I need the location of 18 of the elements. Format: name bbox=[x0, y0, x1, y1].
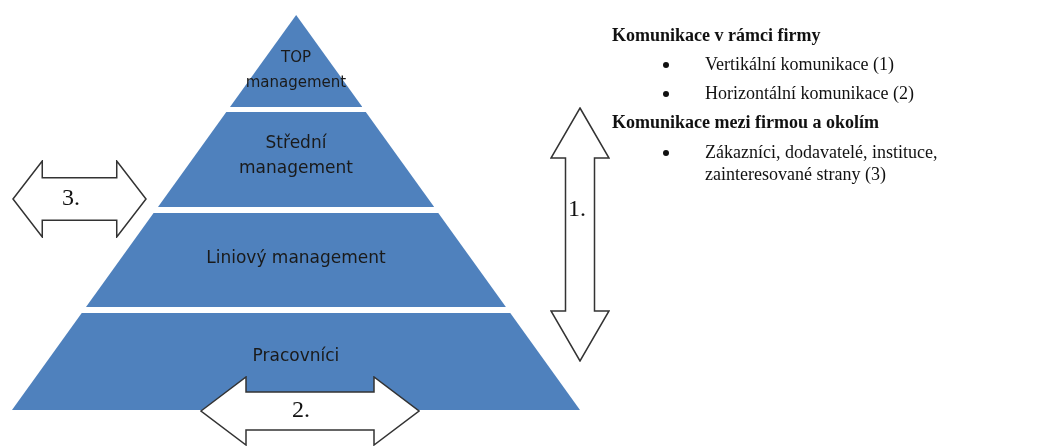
level-label: Liniový management bbox=[205, 246, 387, 269]
section-heading: Komunikace mezi firmou a okolím bbox=[612, 111, 879, 133]
pyramid-band bbox=[86, 213, 506, 307]
level-label: TOP management bbox=[244, 47, 348, 93]
level-label: Pracovníci bbox=[251, 344, 341, 367]
arrow-number: 1. bbox=[568, 195, 586, 222]
list-item: Vertikální komunikace (1) bbox=[705, 53, 895, 75]
vertical-double-arrow bbox=[550, 107, 610, 362]
pyramid-top-triangle bbox=[229, 15, 363, 107]
horizontal-double-arrow bbox=[12, 160, 147, 238]
list-item: Zákazníci, dodavatelé, instituce, zainteresované strany (3) bbox=[705, 141, 939, 185]
horizontal-double-arrow bbox=[200, 376, 420, 446]
pyramid-band bbox=[157, 112, 435, 207]
arrow-number: 2. bbox=[292, 396, 310, 423]
list-item: Horizontální komunikace (2) bbox=[705, 82, 915, 104]
level-label: Střední management bbox=[238, 131, 354, 179]
arrow-number: 3. bbox=[62, 184, 80, 211]
section-heading: Komunikace v rámci firmy bbox=[612, 24, 821, 46]
